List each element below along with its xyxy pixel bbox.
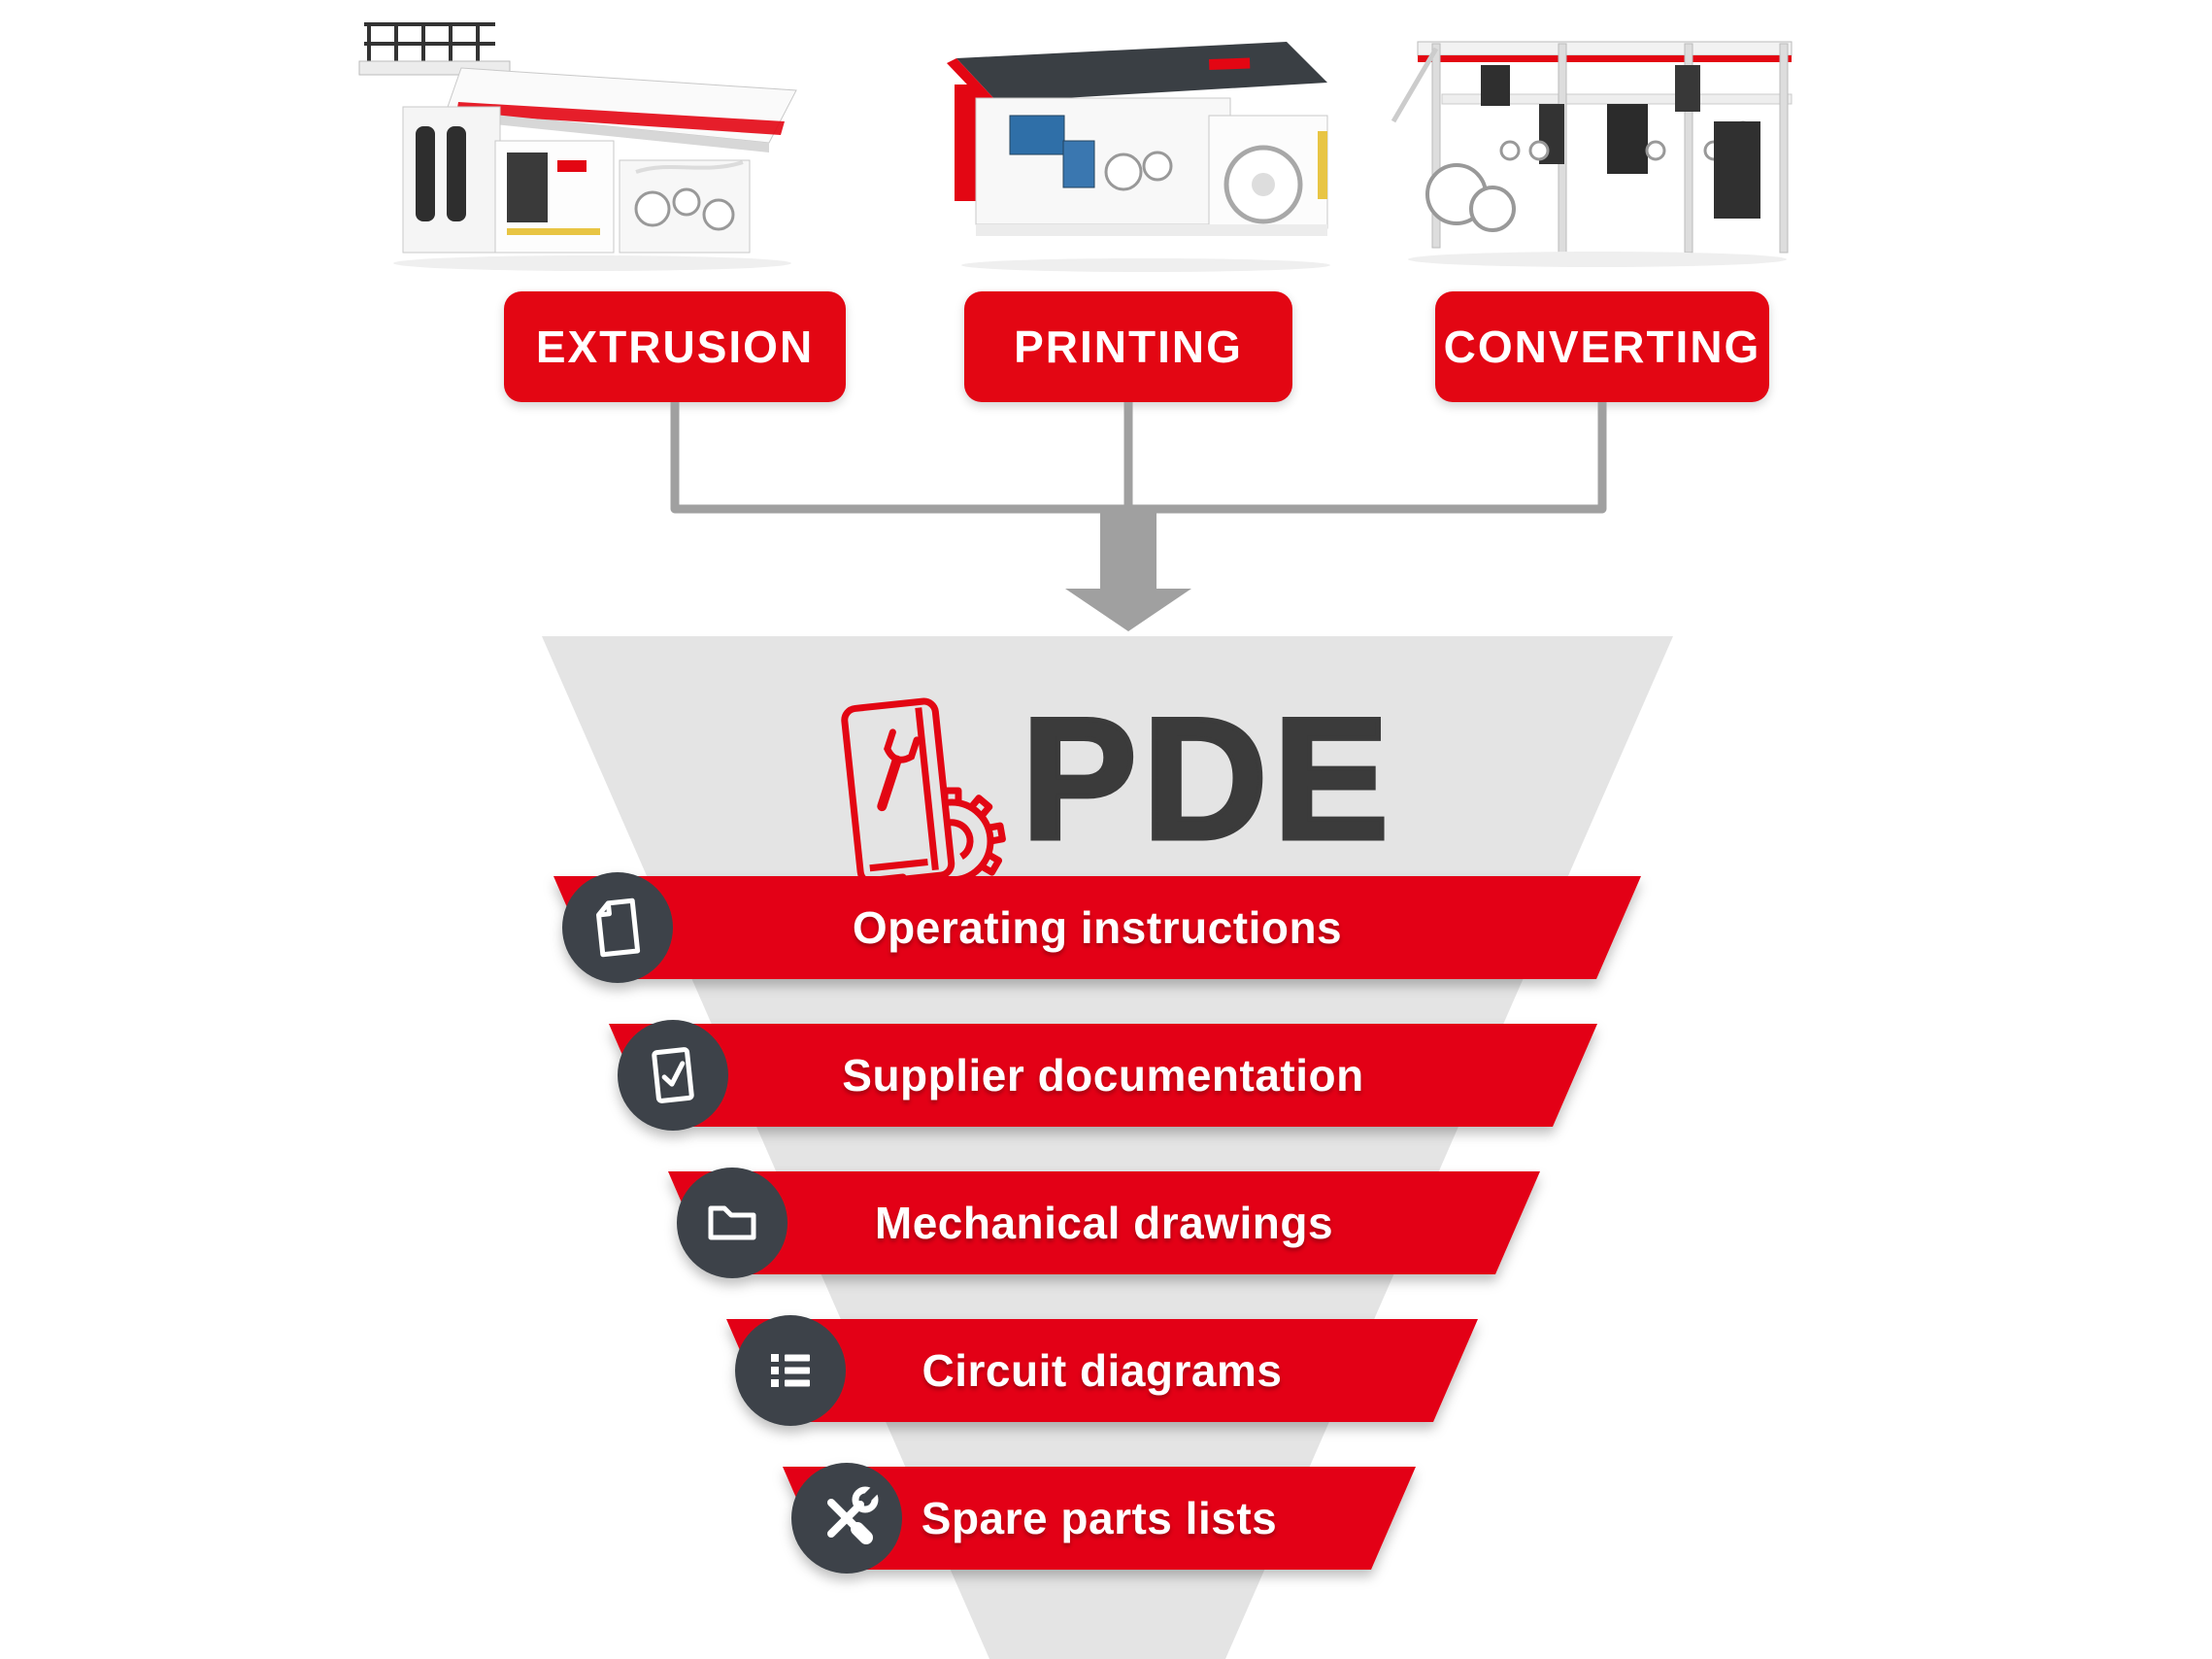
extrusion-machine-image (358, 22, 797, 271)
converting-machine-image (1391, 41, 1793, 267)
printing-button[interactable]: PRINTING (964, 291, 1292, 402)
tools-icon (791, 1463, 902, 1574)
extrusion-button[interactable]: EXTRUSION (504, 291, 846, 402)
converting-button[interactable]: CONVERTING (1435, 291, 1769, 402)
funnel-level-bar (726, 1319, 1478, 1422)
list-icon (735, 1315, 846, 1426)
pde-title: PDE (1020, 679, 1394, 877)
document-check-icon (618, 1020, 728, 1131)
down-arrow-icon (1065, 509, 1191, 631)
funnel-level-bar (783, 1467, 1416, 1570)
document-icon (562, 872, 673, 983)
funnel-level-bar (609, 1024, 1597, 1127)
funnel-level-bar (553, 876, 1641, 979)
connector-lines (670, 402, 1607, 514)
folder-icon (677, 1168, 788, 1278)
funnel-level-bar (668, 1171, 1540, 1274)
printing-machine-image (947, 42, 1330, 272)
